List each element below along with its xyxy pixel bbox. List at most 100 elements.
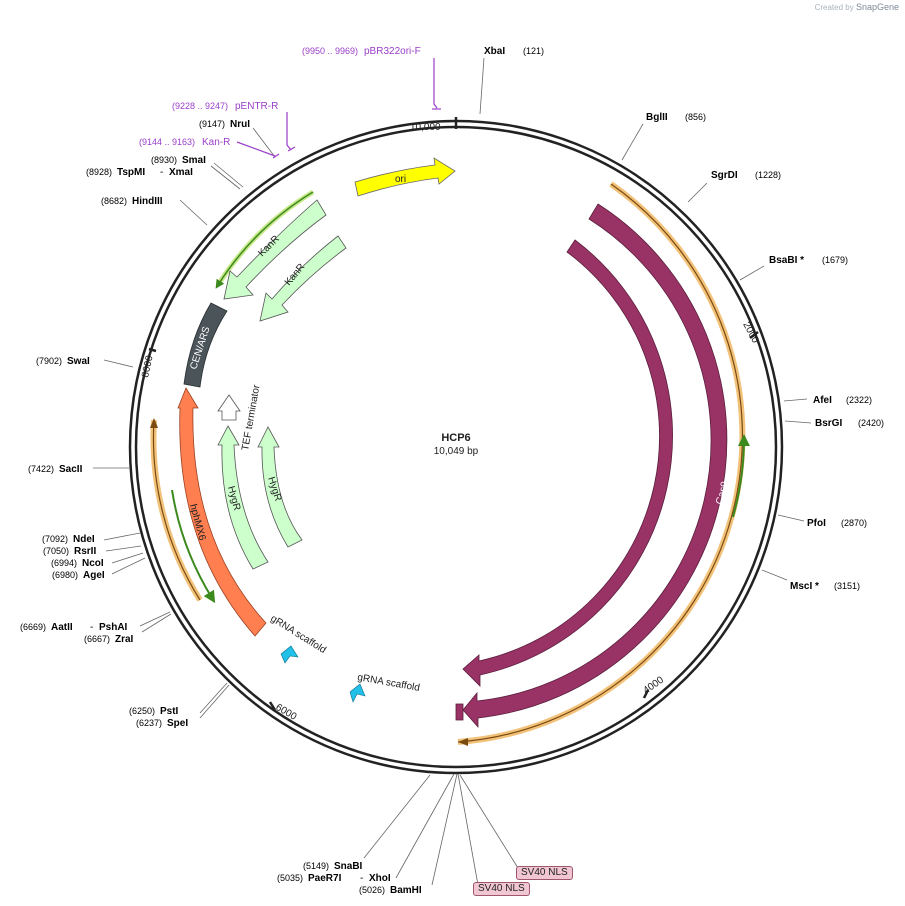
site-sep-pshai: - — [90, 622, 93, 633]
site-name-nrui: NruI — [230, 119, 250, 130]
site-ncoi[interactable]: (6994) NcoI — [51, 558, 104, 569]
site-pos-snabi: (5149) — [303, 861, 329, 871]
feature-hygr-outer[interactable]: HygR — [217, 425, 269, 570]
feature-hygr-inner[interactable]: HygR — [257, 426, 303, 548]
site-pos-swai: (7902) — [36, 356, 62, 366]
site-pos-bsrgi: (2420) — [858, 418, 884, 428]
site-name-snabi: SnaBI — [334, 861, 363, 872]
site-name-ndei: NdeI — [73, 534, 95, 545]
site-spei[interactable]: (6237) SpeI — [136, 718, 188, 729]
tick-mark-8000 — [148, 347, 157, 353]
feature-grna-scaffold-1[interactable]: gRNA scaffold — [268, 613, 328, 664]
site-pos-pfoi: (2870) — [841, 518, 867, 528]
site-pos-sacii: (7422) — [28, 464, 54, 474]
site-ndei[interactable]: (7092) NdeI — [42, 534, 95, 545]
site-pos-ndei: (7092) — [42, 534, 68, 544]
plasmid-name: HCP6 — [441, 432, 470, 444]
tick-mark-6000 — [268, 701, 277, 711]
site-pos-xbai: (121) — [523, 46, 544, 56]
primer-pos-kan-r: (9144 .. 9163) — [139, 137, 195, 147]
site-name-msci: MscI * — [790, 581, 819, 592]
site-name-zrai: ZraI — [115, 634, 134, 645]
site-agei[interactable]: (6980) AgeI — [52, 570, 105, 581]
site-paer7i-xhoi[interactable]: (5035) PaeR7I - XhoI — [277, 873, 391, 884]
site-name-psti: PstI — [160, 706, 179, 717]
site-name-xmai: XmaI — [169, 167, 193, 178]
site-name-swai: SwaI — [67, 356, 90, 367]
tick-label-4000: 4000 — [641, 674, 666, 696]
tick-marks — [148, 117, 759, 711]
primer-kan-r[interactable]: (9144 .. 9163) Kan-R — [139, 137, 230, 148]
feature-cen-ars[interactable]: CEN/ARS — [183, 302, 228, 388]
site-name-agei: AgeI — [83, 570, 105, 581]
feature-cas9-outer[interactable]: Cas9 — [462, 203, 731, 729]
site-name-sacii: SacII — [59, 464, 83, 475]
site-name-pfoi: PfoI — [807, 518, 826, 529]
orf-left — [150, 189, 315, 604]
site-bamhi[interactable]: (5026) BamHI — [359, 885, 422, 896]
site-hindiii[interactable]: (8682) HindIII — [101, 196, 163, 207]
feature-sv40-mark — [455, 703, 464, 721]
site-pos-aatii: (6669) — [20, 622, 46, 632]
site-name-bamhi: BamHI — [390, 885, 422, 896]
site-name-rsrii: RsrII — [74, 546, 96, 557]
site-smai[interactable]: (8930) SmaI — [151, 155, 206, 166]
site-pos-afei: (2322) — [846, 395, 872, 405]
site-bglii[interactable]: BglII (856) — [646, 112, 706, 123]
feature-ori[interactable]: ori — [354, 157, 456, 197]
site-sgrdi[interactable]: SgrDI (1228) — [711, 170, 781, 181]
site-pos-rsrii: (7050) — [43, 546, 69, 556]
watermark-brand: SnapGene — [855, 2, 899, 12]
snapgene-watermark: Created by SnapGene — [815, 2, 899, 12]
feature-label-cas9-inner: Cas9 — [673, 480, 690, 506]
feature-label-ori: ori — [395, 174, 406, 185]
site-name-ncoi: NcoI — [82, 558, 104, 569]
site-pos-tspmi: (8928) — [86, 167, 112, 177]
primer-name-pbr322ori-f: pBR322ori-F — [364, 46, 421, 57]
site-pfoi[interactable]: PfoI (2870) — [807, 518, 867, 529]
site-name-smai: SmaI — [182, 155, 206, 166]
feature-sv40-nls-1[interactable]: SV40 NLS — [516, 866, 573, 880]
site-msci[interactable]: MscI * (3151) — [790, 581, 860, 592]
tick-label-8000: 8000 — [140, 354, 155, 378]
site-psti[interactable]: (6250) PstI — [129, 706, 179, 717]
site-xbai[interactable]: XbaI (121) — [484, 46, 544, 57]
site-sacii[interactable]: (7422) SacII — [28, 464, 83, 475]
plasmid-length: 10,049 bp — [434, 446, 479, 457]
site-name-paer7i: PaeR7I — [308, 873, 342, 884]
site-name-xbai: XbaI — [484, 46, 505, 57]
site-afei[interactable]: AfeI (2322) — [813, 395, 872, 406]
site-bsrgi[interactable]: BsrGI (2420) — [815, 418, 884, 429]
site-name-xhoi: XhoI — [369, 873, 391, 884]
site-sep-xmai: - — [160, 167, 163, 178]
primer-pentr-r[interactable]: (9228 .. 9247) pENTR-R — [172, 101, 278, 112]
primer-name-pentr-r: pENTR-R — [235, 101, 278, 112]
site-name-hindiii: HindIII — [132, 196, 163, 207]
tick-label-10000: 10,000 — [410, 122, 441, 133]
site-pos-bglii: (856) — [685, 112, 706, 122]
site-swai[interactable]: (7902) SwaI — [36, 356, 90, 367]
site-name-bglii: BglII — [646, 112, 668, 123]
site-name-pshai: PshAI — [99, 622, 128, 633]
site-name-afei: AfeI — [813, 395, 832, 406]
feature-label-grna-scaffold-2: gRNA scaffold — [356, 672, 420, 694]
primer-pbr322ori-f[interactable]: (9950 .. 9969) pBR322ori-F — [302, 46, 421, 57]
site-rsrii[interactable]: (7050) RsrII — [43, 546, 96, 557]
site-zrai[interactable]: (6667) ZraI — [84, 634, 134, 645]
feature-grna-scaffold-2[interactable]: gRNA scaffold — [349, 672, 421, 703]
site-tspmi-xmai[interactable]: (8928) TspMI - XmaI — [86, 167, 193, 178]
site-pos-spei: (6237) — [136, 718, 162, 728]
site-pos-psti: (6250) — [129, 706, 155, 716]
watermark-created-by: Created by — [814, 3, 854, 12]
site-aatii-pshai[interactable]: (6669) AatII - PshAI — [20, 622, 128, 633]
site-nrui[interactable]: (9147) NruI — [199, 119, 250, 130]
site-leader-lines — [93, 57, 812, 886]
feature-sv40-nls-2[interactable]: SV40 NLS — [473, 882, 530, 896]
primer-pos-pbr322ori-f: (9950 .. 9969) — [302, 46, 358, 56]
site-bsabi[interactable]: BsaBI * (1679) — [769, 255, 848, 266]
site-pos-nrui: (9147) — [199, 119, 225, 129]
site-snabi[interactable]: (5149) SnaBI — [303, 861, 363, 872]
site-name-sgrdi: SgrDI — [711, 170, 738, 181]
tick-mark-4000 — [642, 689, 650, 699]
feature-kanr-outer[interactable]: KanR — [223, 199, 327, 300]
